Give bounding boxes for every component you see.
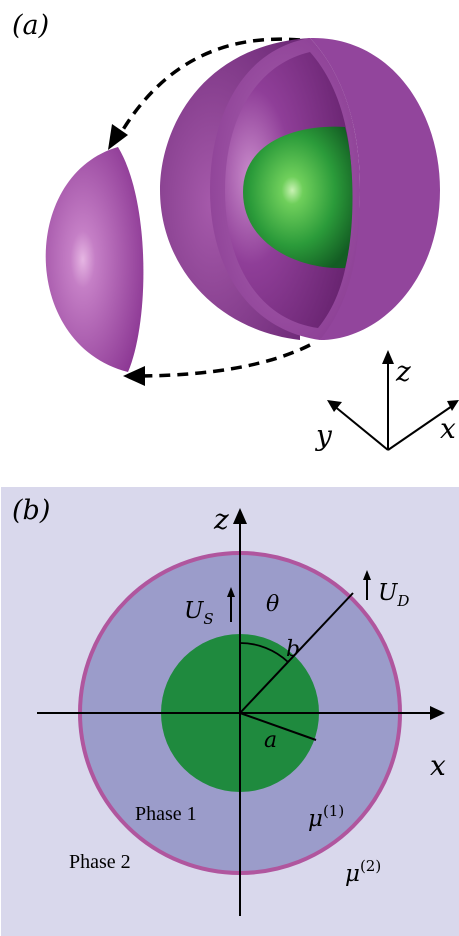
velocity-d-arrow-icon xyxy=(363,570,371,580)
core-sphere-3d xyxy=(243,126,353,269)
velocity-d-label: UD xyxy=(378,580,409,610)
phase2-label: Phase 2 xyxy=(69,851,131,873)
theta-arc xyxy=(239,642,289,663)
mu2-label: μ(2) xyxy=(345,857,381,887)
arrowhead-top-icon xyxy=(108,124,128,150)
axis-y-arrow-icon xyxy=(327,400,342,412)
arrowhead-bottom-icon xyxy=(123,366,145,386)
radius-b-line xyxy=(239,592,354,714)
axis-z-label-a: z xyxy=(395,355,411,388)
panel-b-label: (b) xyxy=(12,495,50,526)
dashed-arrow-bottom xyxy=(139,343,311,378)
phase1-label: Phase 1 xyxy=(135,803,197,825)
panel-a: (a) z y x xyxy=(12,10,459,452)
theta-label: θ xyxy=(266,592,279,617)
axes-3d xyxy=(332,358,456,451)
radius-a-label: a xyxy=(264,728,277,753)
detached-cap xyxy=(45,147,144,372)
axis-y-label-a: y xyxy=(314,419,333,452)
axis-x-label-a: x xyxy=(440,412,456,445)
dashed-arrow-top xyxy=(116,37,301,139)
panel-b: (b) z x b a θ US UD Phase 1 Phase 2 μ(1)… xyxy=(1,487,459,936)
radius-a-line xyxy=(239,712,317,741)
shell-outer-right xyxy=(310,37,440,341)
axis-z-arrow-icon xyxy=(382,350,394,364)
axis-z-arrow-b-icon xyxy=(233,508,247,524)
axis-z-label-b: z xyxy=(213,503,229,536)
radius-b-label: b xyxy=(286,637,300,662)
mu1-label: μ(1) xyxy=(308,802,344,832)
axis-x-arrow-b-icon xyxy=(430,706,445,720)
velocity-s-label: US xyxy=(184,598,214,628)
axis-x-label-b: x xyxy=(430,749,446,782)
panel-a-label: (a) xyxy=(12,10,49,41)
axis-x-arrow-icon xyxy=(447,400,459,411)
velocity-s-arrow-icon xyxy=(227,587,235,597)
